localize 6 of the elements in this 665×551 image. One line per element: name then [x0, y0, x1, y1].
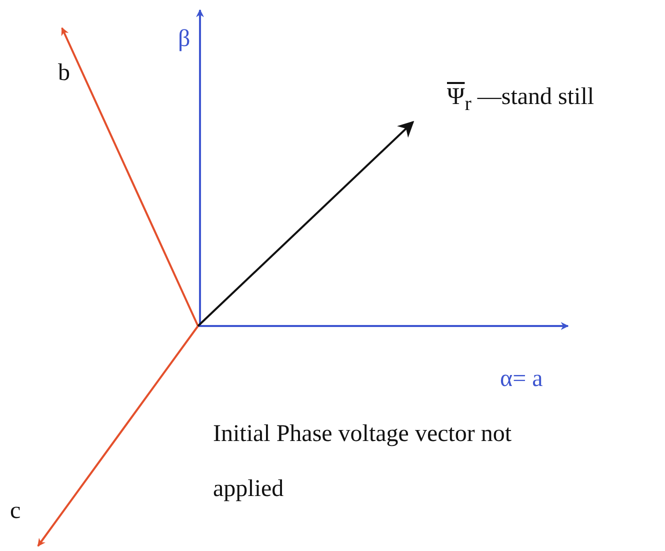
axis-label: α= a — [500, 366, 543, 392]
note-text: Initial Phase voltage vector not applied — [213, 420, 513, 504]
vector-label: Ψ$_{r}$ —stand still — [447, 84, 594, 115]
axis-label: c — [10, 498, 21, 524]
axis-label: b — [58, 60, 70, 86]
axis-label: β — [178, 26, 190, 52]
